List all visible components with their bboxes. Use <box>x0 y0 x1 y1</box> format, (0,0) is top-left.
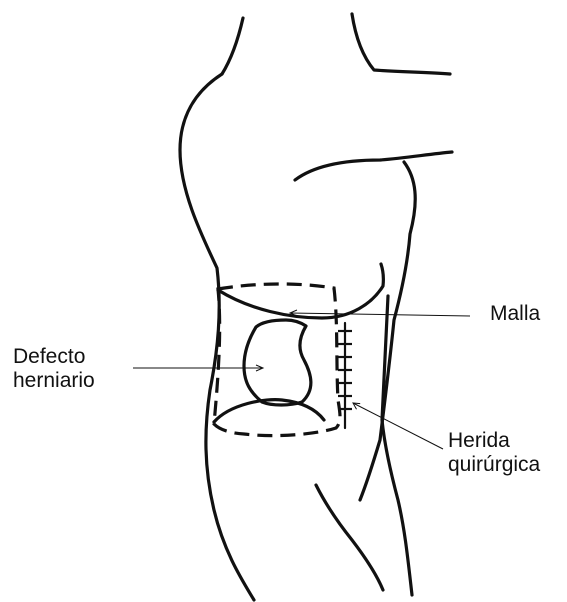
mesh-outline <box>214 284 340 436</box>
ribcage-curve <box>218 264 383 318</box>
hernia-defect-outline <box>244 320 311 405</box>
mesh-label: Malla <box>490 302 540 326</box>
mesh-leader <box>290 310 470 316</box>
shoulder-outline <box>352 14 450 74</box>
left-torso-outline <box>180 74 254 600</box>
right-chest-outline <box>295 152 452 180</box>
surgical-wound-label: Herida quirúrgica <box>448 429 540 477</box>
wound-leader <box>353 403 443 449</box>
hernia-defect-label: Defecto herniario <box>13 345 95 393</box>
inner-right-flank-outline <box>382 296 412 595</box>
neck-left-outline <box>222 18 243 74</box>
lower-belly-outline <box>316 485 383 590</box>
